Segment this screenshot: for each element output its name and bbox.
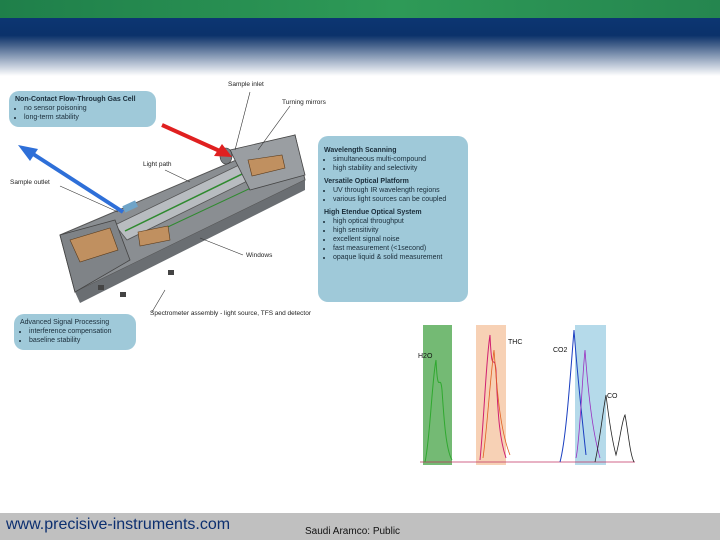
callout-gas-cell-item: long-term stability	[24, 113, 150, 122]
h2o-peak	[424, 359, 453, 463]
window-bracket	[69, 227, 119, 263]
callout-etendue-item: high sensitivity	[333, 226, 462, 235]
base-tray-side	[75, 180, 305, 303]
callout-platform-item: various light sources can be coupled	[333, 195, 462, 204]
callout-wavelength-title: Wavelength Scanning	[324, 147, 397, 154]
callout-signal: Advanced Signal Processing interference …	[14, 314, 136, 350]
callout-gas-cell: Non-Contact Flow-Through Gas Cell no sen…	[9, 91, 156, 127]
callout-platform-title: Versatile Optical Platform	[324, 178, 409, 185]
label-sample-outlet: Sample outlet	[10, 179, 50, 186]
label-spectrometer: Spectrometer assembly - light source, TF…	[150, 310, 312, 317]
label-light-path: Light path	[143, 161, 172, 168]
callout-wavelength-item: high stability and selectivity	[333, 164, 462, 173]
header-stripe	[0, 0, 720, 18]
outlet-fitting	[122, 200, 139, 213]
label-h2o: H2O	[418, 353, 433, 360]
callout-features: Wavelength Scanning simultaneous multi-c…	[318, 136, 468, 302]
callout-signal-item: baseline stability	[29, 336, 130, 345]
label-sample-inlet: Sample inlet	[228, 81, 264, 88]
co-peak	[594, 394, 635, 463]
callout-etendue-item: fast measurement (<1second)	[333, 244, 462, 253]
callout-etendue-item: excellent signal noise	[333, 235, 462, 244]
header-fade	[0, 18, 720, 76]
thc-peak-2	[482, 349, 511, 459]
label-windows: Windows	[246, 252, 273, 259]
label-co2: CO2	[553, 347, 568, 354]
callout-signal-title: Advanced Signal Processing	[20, 319, 110, 326]
callout-platform-item: UV through IR wavelength regions	[333, 186, 462, 195]
label-turning-mirrors: Turning mirrors	[282, 99, 326, 106]
co2-peak-2	[575, 349, 601, 459]
outlet-arrow	[28, 150, 125, 214]
callout-etendue-title: High Etendue Optical System	[324, 209, 422, 216]
inlet-arrow	[161, 123, 223, 154]
callout-etendue-item: high optical throughput	[333, 217, 462, 226]
callout-wavelength-item: simultaneous multi-compound	[333, 155, 462, 164]
callout-gas-cell-title: Non-Contact Flow-Through Gas Cell	[15, 96, 136, 103]
footer-url[interactable]: www.precisive-instruments.com	[6, 516, 231, 533]
co2-peak	[559, 329, 587, 463]
label-co: CO	[607, 393, 618, 400]
callout-gas-cell-item: no sensor poisoning	[24, 104, 150, 113]
callout-signal-item: interference compensation	[29, 327, 130, 336]
footer-classification: Saudi Aramco: Public	[305, 526, 401, 537]
callout-etendue-item: opaque liquid & solid measurement	[333, 253, 462, 262]
label-thc: THC	[508, 339, 522, 346]
spectra-chart: H2O THC CO2 CO	[418, 325, 635, 465]
footer-bar	[0, 513, 720, 540]
